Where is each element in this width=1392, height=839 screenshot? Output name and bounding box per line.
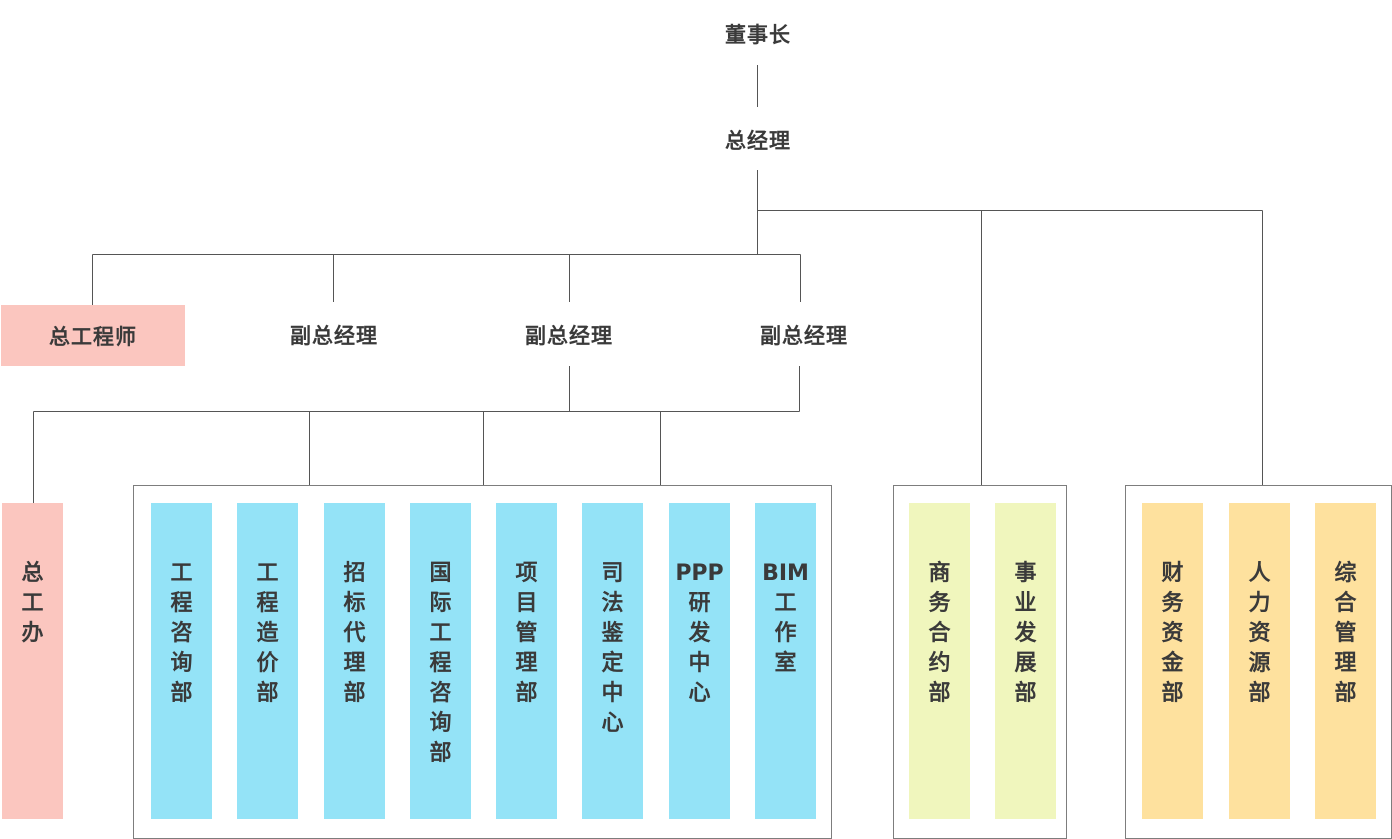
vice-gm-label-1: 副总经理 [290, 324, 378, 348]
general-manager-label: 总经理 [725, 129, 791, 153]
dept-finance: 财务资金部 [1142, 503, 1203, 819]
dept-commercial-contracts: 商务合约部 [909, 503, 970, 819]
dept-judicial: 司法鉴定中心 [582, 503, 643, 819]
chief-office-label: 总工办 [21, 561, 44, 646]
dept-label: 国际工程咨询部 [429, 561, 452, 766]
dept-label: 工程咨询部 [170, 561, 193, 706]
dept-international: 国际工程咨询部 [410, 503, 471, 819]
dept-label: 商务合约部 [928, 561, 951, 706]
dept-bidding: 招标代理部 [324, 503, 385, 819]
dept-cost: 工程造价部 [237, 503, 298, 819]
dept-label: 综合管理部 [1334, 561, 1357, 706]
chief-engineer-node: 总工程师 [1, 305, 185, 366]
vice-gm-node-3: 副总经理 [740, 318, 868, 352]
dept-engineering-consulting: 工程咨询部 [151, 503, 212, 819]
dept-label: 财务资金部 [1161, 561, 1184, 706]
dept-label: 工程造价部 [256, 561, 279, 706]
dept-label: 项目管理部 [515, 561, 538, 706]
dept-business-development: 事业发展部 [995, 503, 1056, 819]
dept-label: 人力资源部 [1248, 561, 1271, 706]
dept-hr: 人力资源部 [1229, 503, 1290, 819]
vice-gm-node-2: 副总经理 [505, 318, 633, 352]
vice-gm-label-2: 副总经理 [525, 324, 613, 348]
dept-project-management: 项目管理部 [496, 503, 557, 819]
dept-general-admin: 综合管理部 [1315, 503, 1376, 819]
general-manager-node: 总经理 [697, 123, 819, 157]
chairman-node: 董事长 [697, 17, 819, 51]
vice-gm-label-3: 副总经理 [760, 324, 848, 348]
chairman-label: 董事长 [725, 23, 791, 47]
chief-engineer-label: 总工程师 [49, 324, 137, 349]
dept-label: 事业发展部 [1014, 561, 1037, 706]
dept-label: 招标代理部 [343, 561, 366, 706]
chief-office-node: 总工办 [2, 503, 63, 819]
dept-label: 司法鉴定中心 [601, 561, 624, 736]
vice-gm-node-1: 副总经理 [270, 318, 398, 352]
